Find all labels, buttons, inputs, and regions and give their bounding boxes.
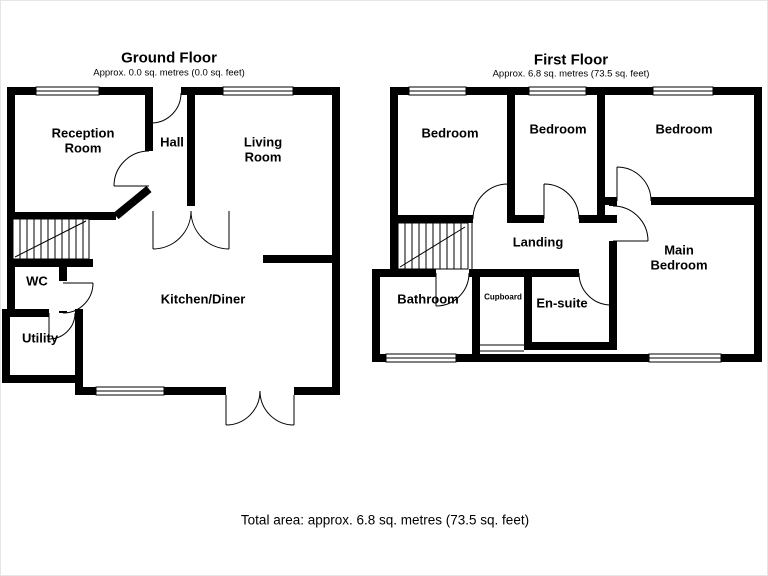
- first-floor-area: Approx. 6.8 sq. metres (73.5 sq. feet): [492, 68, 650, 80]
- cupboard-door-lines: [480, 344, 524, 352]
- room-label-utility: Utility: [21, 330, 59, 346]
- bathroom-door-arc: [435, 272, 470, 307]
- first-floor-stairs: [397, 222, 473, 270]
- window: [648, 353, 722, 363]
- ground-floor-title: Ground Floor: [121, 49, 217, 67]
- first-floor-windows: [385, 86, 722, 363]
- room-label-main-bedroom: Main Bedroom: [650, 242, 708, 272]
- bedroom-left-door-arc: [472, 183, 509, 220]
- ground-floor-area: Approx. 0.0 sq. metres (0.0 sq. feet): [93, 67, 245, 79]
- room-label-bathroom: Bathroom: [397, 291, 459, 307]
- ground-floor-plan: [2, 86, 340, 426]
- room-label-reception: Reception Room: [51, 125, 115, 155]
- room-label-kitchen: Kitchen/Diner: [160, 291, 246, 307]
- window: [222, 86, 294, 96]
- window: [385, 353, 457, 363]
- room-label-bedroom-right: Bedroom: [655, 121, 713, 137]
- first-floor-title: First Floor: [533, 51, 609, 69]
- first-floor-plan: [372, 86, 762, 363]
- main-bedroom-door-arc: [612, 205, 649, 242]
- ground-floor-walls: [2, 87, 340, 395]
- window: [408, 86, 467, 96]
- patio-double-door-arcs: [225, 390, 295, 426]
- room-label-bedroom-left: Bedroom: [421, 125, 479, 141]
- utility-door-arc: [48, 312, 76, 340]
- bedroom-middle-door-arc: [543, 183, 580, 220]
- ground-floor-stairs: [12, 218, 90, 260]
- room-label-ensuite: En-suite: [536, 295, 588, 311]
- window: [528, 86, 587, 96]
- ground-floor-windows: [35, 86, 294, 396]
- first-floor-walls: [372, 87, 762, 362]
- front-door-arc: [150, 92, 182, 124]
- wc-door-arc: [62, 282, 94, 314]
- hall-double-door-arcs: [152, 210, 230, 250]
- first-floor-doors: [435, 166, 652, 307]
- ground-floor-doors: [48, 92, 295, 426]
- room-label-landing: Landing: [512, 234, 564, 250]
- window: [35, 86, 100, 96]
- room-label-wc: WC: [26, 273, 48, 289]
- window: [95, 386, 165, 396]
- reception-door-arc: [113, 150, 150, 187]
- room-label-cupboard: Cupboard: [484, 292, 522, 302]
- total-area-text: Total area: approx. 6.8 sq. metres (73.5…: [240, 512, 530, 528]
- bedroom-right-door-arc: [616, 166, 652, 202]
- room-label-living: Living Room: [243, 134, 283, 164]
- window: [652, 86, 714, 96]
- room-label-hall: Hall: [160, 134, 184, 150]
- room-label-bedroom-middle: Bedroom: [529, 121, 587, 137]
- ensuite-door-arc: [578, 272, 612, 306]
